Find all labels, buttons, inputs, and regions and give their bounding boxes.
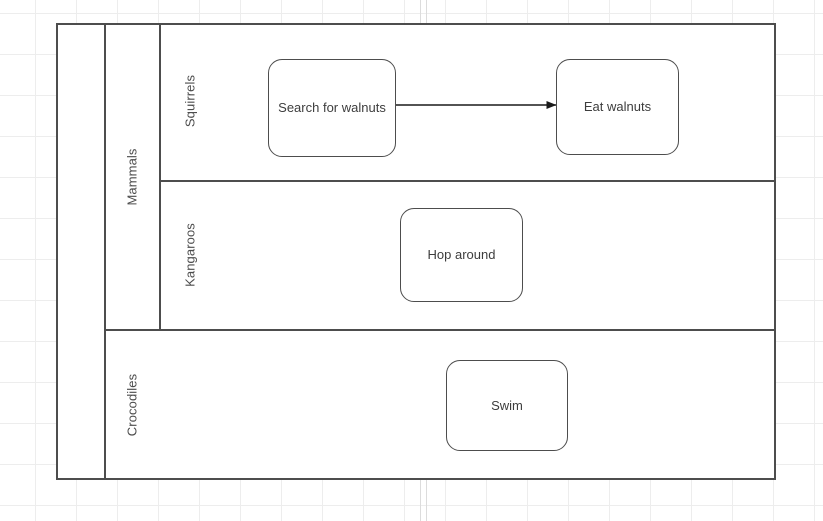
pool-column-divider: [104, 23, 106, 480]
squirrels-kangaroos-divider: [160, 180, 776, 182]
lane-label-crocodiles: Crocodiles: [124, 373, 140, 437]
lane-label-mammals: Mammals: [124, 148, 140, 206]
node-eat-walnuts[interactable]: Eat walnuts: [556, 59, 679, 155]
node-search-for-walnuts[interactable]: Search for walnuts: [268, 59, 396, 157]
mammals-sublane-divider: [159, 23, 161, 330]
lane-label-squirrels: Squirrels: [182, 74, 198, 128]
node-hop-around[interactable]: Hop around: [400, 208, 523, 302]
lane-label-kangaroos: Kangaroos: [182, 223, 198, 287]
mammals-crocodiles-divider: [105, 329, 776, 331]
node-swim[interactable]: Swim: [446, 360, 568, 451]
